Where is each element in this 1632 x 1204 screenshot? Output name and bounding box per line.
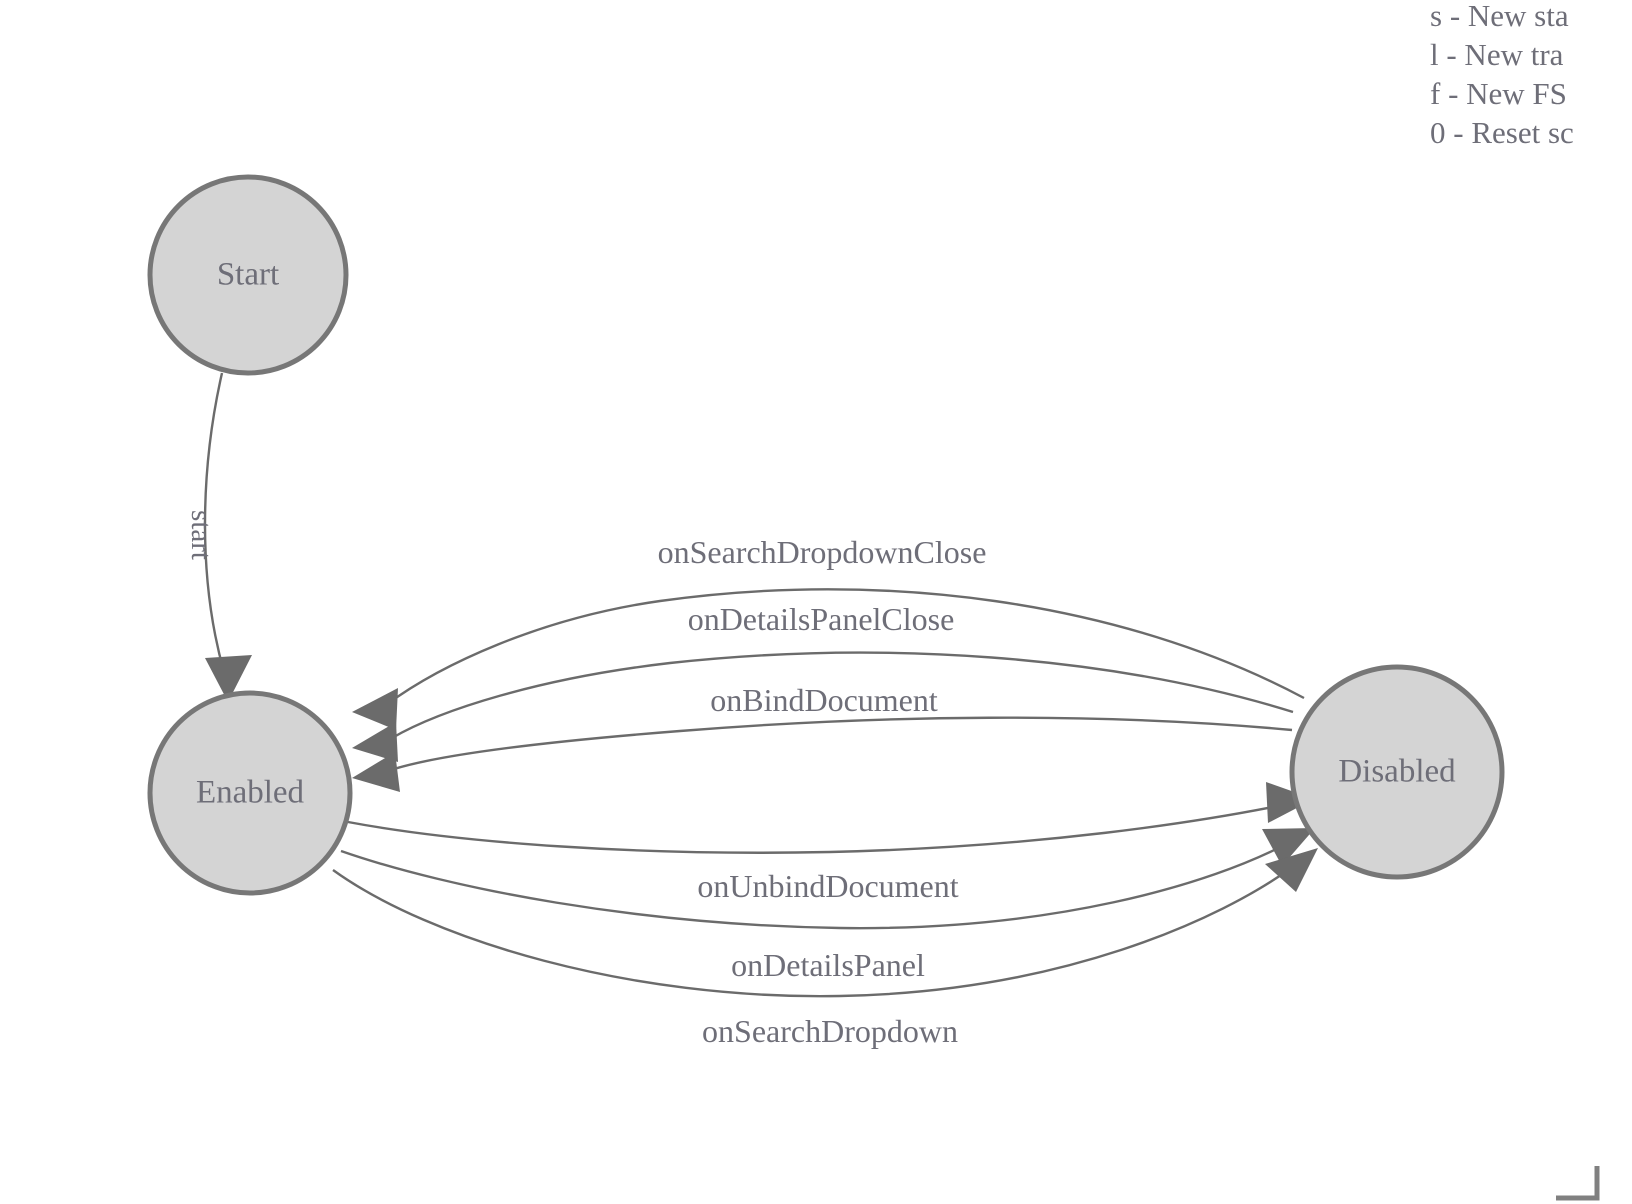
edge-onunbinddocument[interactable]: [347, 782, 1314, 854]
edge-ondetailspanelclose-path[interactable]: [391, 651, 1294, 740]
edge-start-to-enabled-arrowhead: [205, 655, 252, 702]
edge-onbinddocument-path[interactable]: [393, 716, 1293, 771]
canvas-corner-handle[interactable]: [1556, 1166, 1600, 1201]
state-node-disabled[interactable]: Disabled: [1289, 664, 1505, 880]
state-node-enabled-label: Enabled: [196, 775, 305, 811]
edge-label-onunbinddocument: onUnbindDocument: [697, 868, 958, 904]
edge-labels-layer: start onSearchDropdownClose onDetailsPan…: [185, 510, 986, 1049]
state-node-start[interactable]: Start: [147, 174, 349, 376]
edge-ondetailspanel-arrowhead: [1262, 828, 1315, 866]
edge-onsearchdropdown[interactable]: [332, 848, 1318, 998]
edge-ondetailspanel-path[interactable]: [340, 840, 1291, 930]
edge-onsearchdropdown-path[interactable]: [332, 865, 1295, 998]
edge-start-to-enabled-path[interactable]: [203, 372, 226, 673]
help-overlay: s - New sta l - New tra f - New FS 0 - R…: [1430, 0, 1574, 150]
state-node-start-label: Start: [217, 257, 279, 293]
edge-onbinddocument[interactable]: [352, 716, 1293, 792]
edge-label-start: start: [185, 510, 217, 560]
edge-ondetailspanel[interactable]: [340, 828, 1315, 930]
state-node-disabled-circle[interactable]: [1289, 664, 1505, 880]
state-node-enabled[interactable]: Enabled: [147, 690, 353, 896]
edge-ondetailspanelclose-arrowhead: [352, 722, 398, 762]
edge-label-ondetailspanelclose: onDetailsPanelClose: [688, 601, 955, 637]
corner-bracket-icon[interactable]: [1556, 1166, 1600, 1201]
help-line-reset: 0 - Reset sc: [1430, 115, 1574, 150]
edge-start-to-enabled[interactable]: [203, 372, 252, 702]
edge-label-onbinddocument: onBindDocument: [710, 682, 938, 718]
state-node-enabled-circle[interactable]: [147, 690, 353, 896]
edge-onbinddocument-arrowhead: [352, 752, 400, 792]
edge-label-ondetailspanel: onDetailsPanel: [731, 947, 925, 983]
help-line-new-fsm: f - New FS: [1430, 76, 1567, 111]
help-line-new-transition: l - New tra: [1430, 37, 1564, 72]
edge-label-onsearchdropdownclose: onSearchDropdownClose: [658, 534, 987, 570]
edge-ondetailspanelclose[interactable]: [352, 651, 1294, 762]
state-node-disabled-label: Disabled: [1338, 754, 1456, 790]
edge-label-onsearchdropdown: onSearchDropdown: [702, 1013, 958, 1049]
state-node-start-circle[interactable]: [147, 174, 349, 376]
nodes-layer: Start Enabled Disabled: [147, 174, 1505, 896]
edge-onsearchdropdownclose[interactable]: [352, 588, 1305, 730]
edge-onunbinddocument-arrowhead: [1266, 782, 1314, 823]
edges-layer: [203, 372, 1318, 998]
edge-onsearchdropdown-arrowhead: [1265, 848, 1318, 892]
edge-onsearchdropdownclose-path[interactable]: [385, 588, 1305, 706]
edge-onunbinddocument-path[interactable]: [347, 802, 1289, 854]
edge-onsearchdropdownclose-arrowhead: [352, 688, 398, 730]
help-line-new-state: s - New sta: [1430, 0, 1569, 33]
